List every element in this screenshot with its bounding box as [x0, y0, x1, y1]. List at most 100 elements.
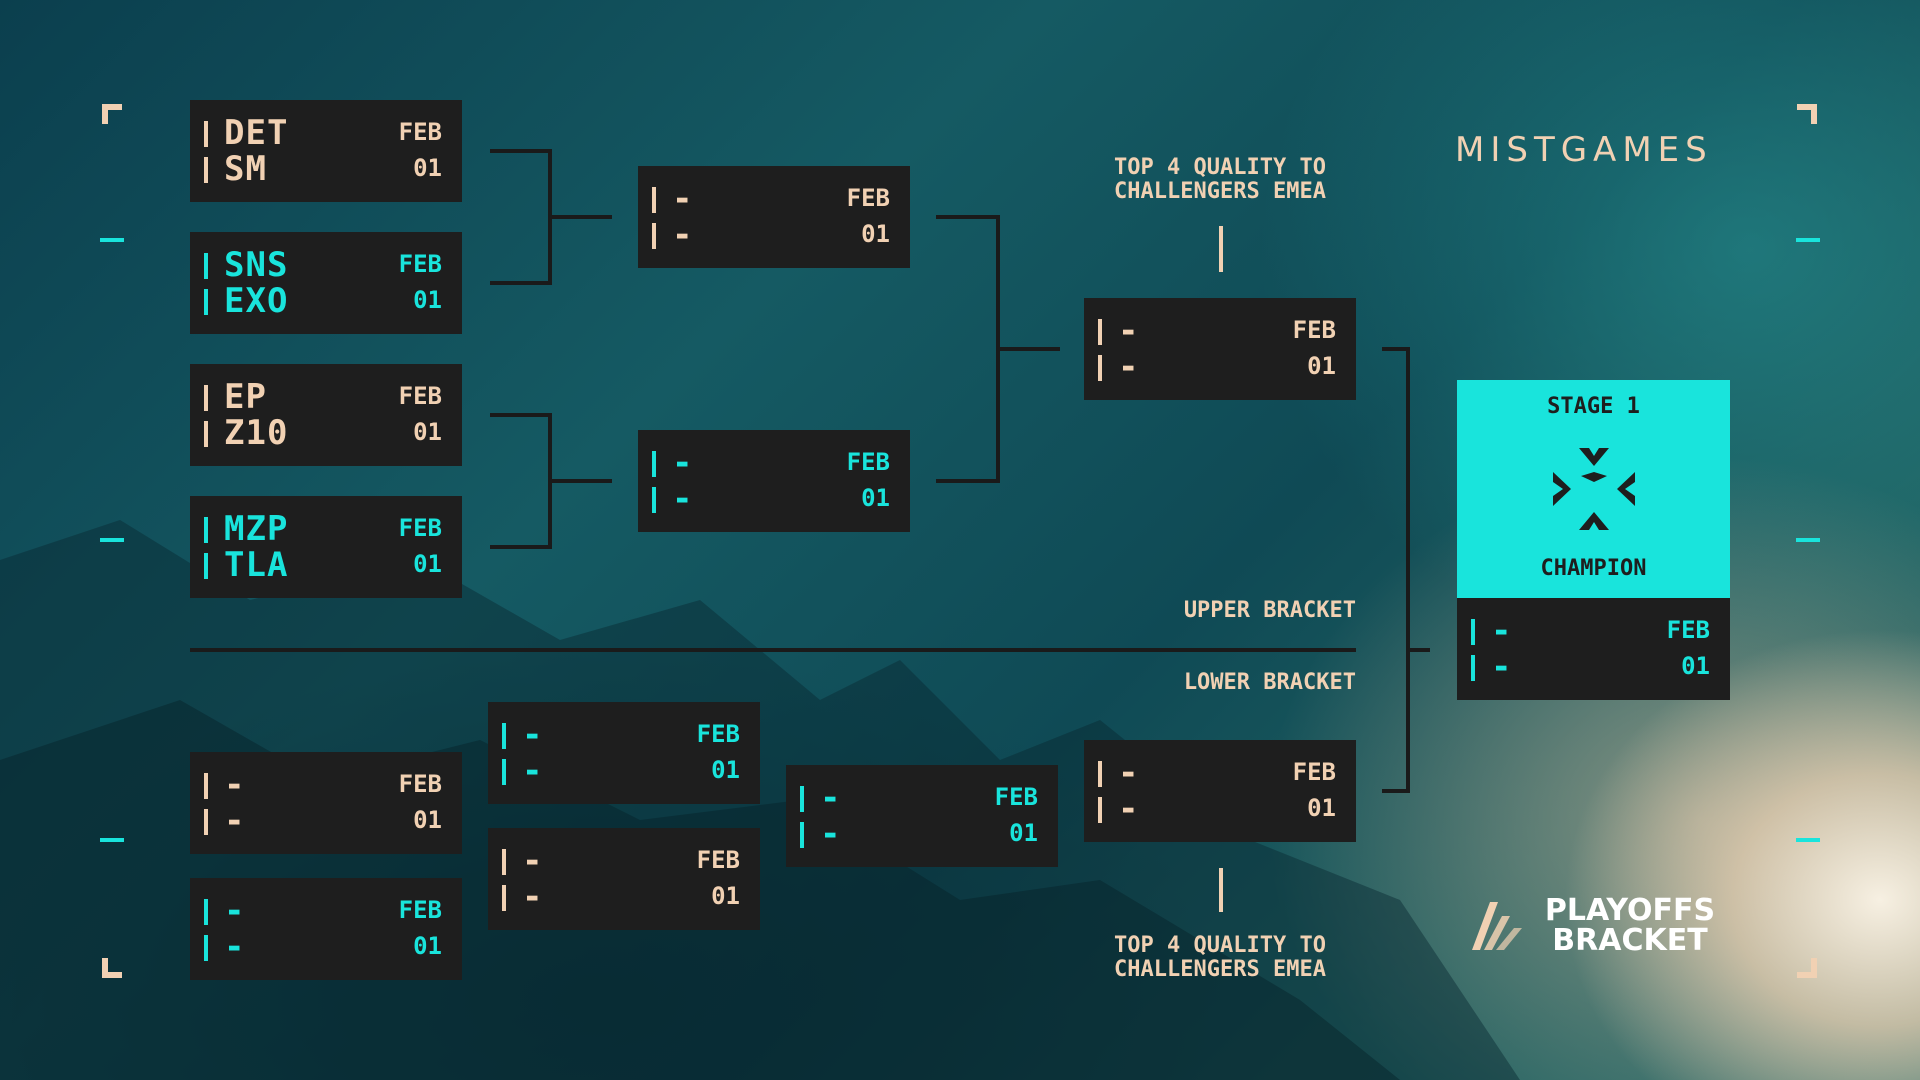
upper-bracket-label: UPPER BRACKET	[1056, 598, 1356, 623]
valorant-champions-tour-icon	[1549, 444, 1639, 534]
team-b: SM	[204, 152, 267, 186]
match-lower-r1-2[interactable]: - - FEB 01	[190, 878, 462, 980]
match-month: FEB	[847, 186, 890, 210]
lower-bracket-label: LOWER BRACKET	[1056, 670, 1356, 695]
connector-line	[490, 281, 552, 285]
note-divider	[1219, 868, 1223, 912]
team-b: -	[800, 817, 841, 851]
match-day: 01	[413, 552, 442, 576]
team-a: -	[502, 844, 543, 878]
connector-line	[490, 413, 552, 417]
connector-line	[1406, 347, 1410, 793]
brand-logo: MISTGAMES	[1455, 130, 1735, 170]
corner-top-right	[1797, 102, 1819, 124]
match-month: FEB	[697, 722, 740, 746]
match-day: 01	[861, 486, 890, 510]
champion-stage: STAGE 1	[1457, 394, 1730, 419]
corner-bottom-left	[100, 958, 122, 980]
match-day: 01	[413, 156, 442, 180]
connector-line	[936, 479, 1000, 483]
match-upper-r1-1[interactable]: DET SM FEB 01	[190, 100, 462, 202]
match-upper-final[interactable]: - - FEB 01	[1084, 298, 1356, 400]
match-grand-final[interactable]: - - FEB 01	[1457, 598, 1730, 700]
playoffs-title: PLAYOFFS BRACKET	[1530, 896, 1730, 956]
team-a: SNS	[204, 248, 288, 282]
connector-line	[552, 479, 612, 483]
team-a: -	[1471, 614, 1512, 648]
match-month: FEB	[399, 384, 442, 408]
bottom-qualify-note: TOP 4 QUALITY TO CHALLENGERS EMEA	[1070, 934, 1370, 982]
team-a: DET	[204, 116, 288, 150]
match-upper-r2-2[interactable]: - - FEB 01	[638, 430, 910, 532]
match-day: 01	[413, 288, 442, 312]
match-day: 01	[1681, 654, 1710, 678]
match-month: FEB	[847, 450, 890, 474]
connector-line	[490, 545, 552, 549]
team-a: -	[652, 182, 693, 216]
match-month: FEB	[399, 772, 442, 796]
match-upper-r1-4[interactable]: MZP TLA FEB 01	[190, 496, 462, 598]
side-tick	[100, 538, 124, 542]
match-lower-r2-2[interactable]: - - FEB 01	[488, 828, 760, 930]
team-b: EXO	[204, 284, 288, 318]
match-month: FEB	[399, 252, 442, 276]
playoffs-logo-icon	[1468, 898, 1524, 954]
team-b: Z10	[204, 416, 288, 450]
match-upper-r1-2[interactable]: SNS EXO FEB 01	[190, 232, 462, 334]
team-a: -	[1098, 314, 1139, 348]
team-b: -	[1098, 350, 1139, 384]
match-day: 01	[413, 934, 442, 958]
match-lower-r1-1[interactable]: - - FEB 01	[190, 752, 462, 854]
team-b: -	[652, 482, 693, 516]
champion-label: CHAMPION	[1457, 556, 1730, 581]
match-day: 01	[1009, 821, 1038, 845]
match-month: FEB	[1293, 760, 1336, 784]
match-month: FEB	[697, 848, 740, 872]
side-tick	[100, 838, 124, 842]
match-month: FEB	[995, 785, 1038, 809]
match-month: FEB	[1293, 318, 1336, 342]
team-a: -	[204, 768, 245, 802]
side-tick	[1796, 538, 1820, 542]
match-lower-r2-1[interactable]: - - FEB 01	[488, 702, 760, 804]
match-day: 01	[861, 222, 890, 246]
match-lower-r3[interactable]: - - FEB 01	[786, 765, 1058, 867]
match-day: 01	[1307, 354, 1336, 378]
match-day: 01	[711, 884, 740, 908]
side-tick	[100, 238, 124, 242]
team-b: -	[1471, 650, 1512, 684]
corner-top-left	[100, 102, 122, 124]
team-b: -	[204, 930, 245, 964]
corner-bottom-right	[1797, 958, 1819, 980]
match-lower-final[interactable]: - - FEB 01	[1084, 740, 1356, 842]
note-divider	[1219, 226, 1223, 272]
team-b: -	[1098, 792, 1139, 826]
connector-line	[1406, 648, 1430, 652]
team-a: EP	[204, 380, 267, 414]
match-day: 01	[413, 420, 442, 444]
match-month: FEB	[399, 516, 442, 540]
connector-line	[552, 215, 612, 219]
match-month: FEB	[399, 898, 442, 922]
team-b: -	[204, 804, 245, 838]
team-a: -	[800, 781, 841, 815]
match-day: 01	[413, 808, 442, 832]
team-b: TLA	[204, 548, 288, 582]
team-a: MZP	[204, 512, 288, 546]
bracket-divider	[190, 648, 1356, 652]
team-b: -	[502, 754, 543, 788]
match-day: 01	[711, 758, 740, 782]
side-tick	[1796, 838, 1820, 842]
connector-line	[936, 215, 1000, 219]
match-month: FEB	[1667, 618, 1710, 642]
match-month: FEB	[399, 120, 442, 144]
team-a: -	[204, 894, 245, 928]
team-a: -	[652, 446, 693, 480]
side-tick	[1796, 238, 1820, 242]
top-qualify-note: TOP 4 QUALITY TO CHALLENGERS EMEA	[1070, 156, 1370, 204]
match-upper-r2-1[interactable]: - - FEB 01	[638, 166, 910, 268]
team-b: -	[652, 218, 693, 252]
match-upper-r1-3[interactable]: EP Z10 FEB 01	[190, 364, 462, 466]
connector-line	[1000, 347, 1060, 351]
team-a: -	[502, 718, 543, 752]
